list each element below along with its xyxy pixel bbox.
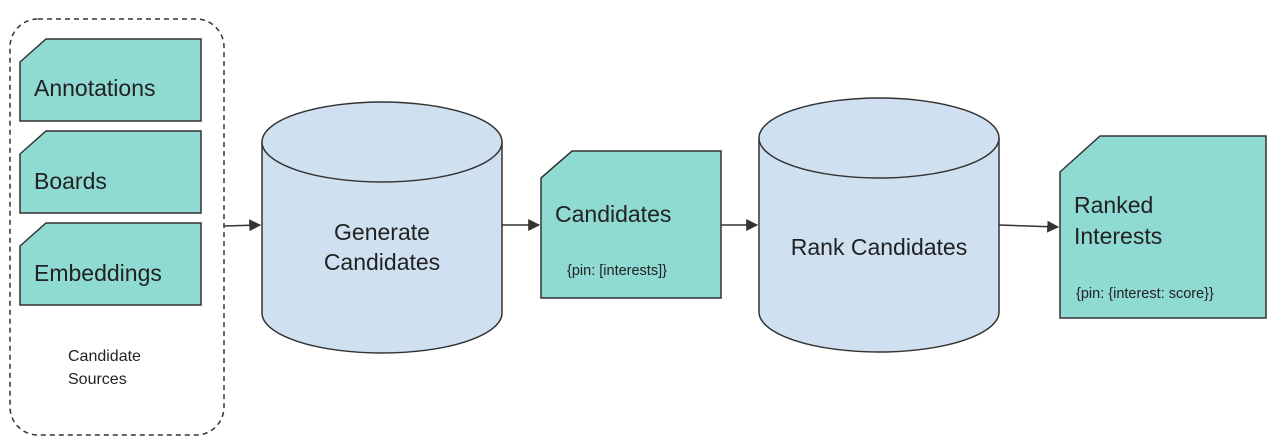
cylinder-body [758,138,1000,353]
source-card-embeddings: Embeddings [19,222,202,306]
candidate-sources-group [9,18,225,436]
source-label-annotations: Annotations [34,75,155,101]
generate-candidates-cylinder: Generate Candidates [261,101,503,354]
source-card-annotations: Annotations [19,38,202,122]
source-label-boards: Boards [34,168,107,194]
ranked-interests-card: Ranked Interests {pin: {interest: score}… [1059,135,1267,319]
candidates-title: Candidates [555,201,671,227]
cylinder-body [261,142,503,354]
candidates-card: Candidates {pin: [interests]} [540,150,722,299]
sources-caption-line2: Sources [68,371,127,388]
card-shape [1059,135,1267,319]
generate-label-line1: Generate [334,219,430,245]
rank-candidates-cylinder: Rank Candidates [758,97,1000,353]
source-card-boards: Boards [19,130,202,214]
ranked-title-line1: Ranked [1074,192,1153,218]
card-shape [19,38,202,122]
candidates-subtitle: {pin: [interests]} [567,263,667,279]
sources-caption-line1: Candidate [68,348,141,365]
card-shape [19,222,202,306]
card-shape [19,130,202,214]
arrow-sources-to-generate [223,219,262,232]
cylinder-top [758,97,1000,179]
ranked-subtitle: {pin: {interest: score}} [1076,286,1214,302]
cylinder-top [261,101,503,183]
source-label-embeddings: Embeddings [34,260,162,286]
rank-label: Rank Candidates [791,234,967,260]
arrow-rank-to-ranked [998,220,1060,233]
generate-label-line2: Candidates [324,249,440,275]
ranked-title-line2: Interests [1074,223,1162,249]
